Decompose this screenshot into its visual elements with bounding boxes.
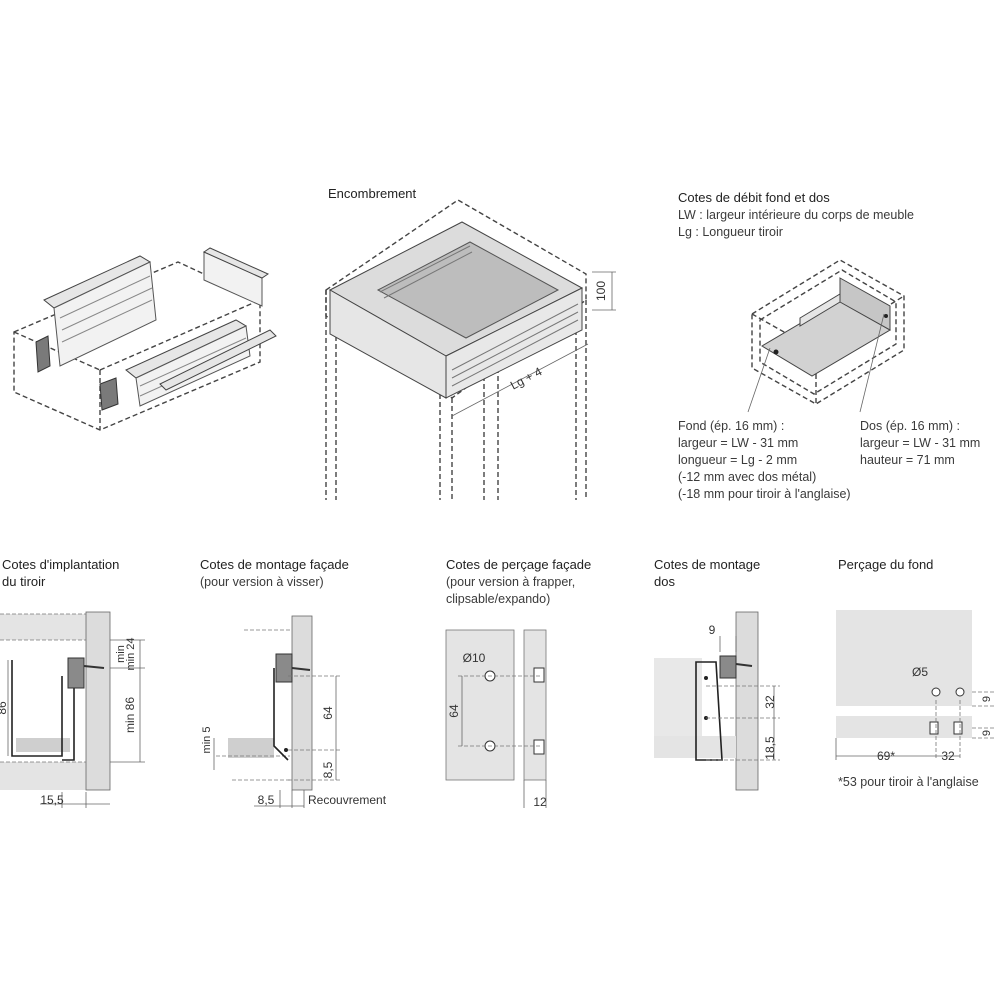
dim-lg-plus-4: Lg + 4 — [508, 364, 545, 392]
fond-line-1: Fond (ép. 16 mm) : — [678, 419, 785, 433]
fond-line-2: largeur = LW - 31 mm — [678, 436, 799, 450]
dim-8-5-horizontal: 8,5 — [258, 793, 275, 807]
percage-facade-title-1: Cotes de perçage façade — [446, 557, 592, 572]
dim-8-5-vertical: 8,5 — [321, 761, 335, 778]
montage-dos-drawing — [654, 611, 780, 791]
montage-facade-title-1: Cotes de montage façade — [200, 557, 349, 572]
dim-32-fond: 32 — [941, 749, 955, 763]
dim-min-5: min 5 — [201, 727, 213, 754]
dim-min-24: min 24 — [125, 637, 137, 670]
fond-line-3: longueur = Lg - 2 mm — [678, 453, 798, 467]
encombrement-illustration — [325, 199, 616, 500]
percage-facade-drawing — [445, 629, 547, 808]
dim-9-dos: 9 — [709, 623, 716, 637]
fond-line-5: (-18 mm pour tiroir à l'anglaise) — [678, 487, 851, 501]
percage-facade-title-3: clipsable/expando) — [446, 592, 551, 606]
montage-facade-drawing — [213, 615, 340, 808]
dim-9-fond-b: 9 — [981, 730, 993, 736]
percage-fond-note: *53 pour tiroir à l'anglaise — [838, 775, 979, 789]
dim-15-5: 15,5 — [40, 793, 64, 807]
implantation-title-2: du tiroir — [2, 574, 46, 589]
implantation-title-1: Cotes d'implantation — [2, 557, 120, 572]
cotes-debit-title: Cotes de débit fond et dos — [678, 190, 830, 205]
encombrement-title: Encombrement — [328, 186, 417, 201]
percage-facade-title-2: (pour version à frapper, — [446, 575, 576, 589]
montage-dos-title-2: dos — [654, 574, 675, 589]
dim-18-5: 18,5 — [763, 736, 777, 760]
dos-line-1: Dos (ép. 16 mm) : — [860, 419, 961, 433]
dim-min-86: min 86 — [123, 697, 137, 733]
dim-9-fond-a: 9 — [981, 696, 993, 702]
dim-recouvrement: Recouvrement — [308, 793, 387, 807]
fond-line-4: (-12 mm avec dos métal) — [678, 470, 817, 484]
dim-64-percage: 64 — [447, 704, 461, 718]
montage-facade-title-2: (pour version à visser) — [200, 575, 324, 589]
dim-phi-10: Ø10 — [463, 651, 486, 665]
dim-100: 100 — [594, 281, 608, 301]
dim-86: 86 — [0, 701, 9, 715]
montage-dos-title-1: Cotes de montage — [654, 557, 761, 572]
cotes-debit-lw: LW : largeur intérieure du corps de meub… — [678, 208, 914, 222]
dim-phi-5: Ø5 — [912, 665, 928, 679]
dim-69: 69* — [877, 749, 895, 763]
cotes-debit-illustration — [747, 259, 905, 413]
cotes-debit-lg: Lg : Longueur tiroir — [678, 225, 783, 239]
dim-12: 12 — [533, 795, 547, 809]
percage-fond-title: Perçage du fond — [838, 557, 934, 572]
dim-32-dos: 32 — [763, 695, 777, 709]
dos-line-3: hauteur = 71 mm — [860, 453, 955, 467]
dim-min-label-a: min — [115, 645, 127, 663]
implantation-drawing — [0, 611, 145, 808]
exploded-drawer-illustration — [13, 247, 277, 431]
dim-64-facade: 64 — [321, 706, 335, 720]
dos-line-2: largeur = LW - 31 mm — [860, 436, 981, 450]
percage-fond-drawing — [835, 610, 996, 760]
